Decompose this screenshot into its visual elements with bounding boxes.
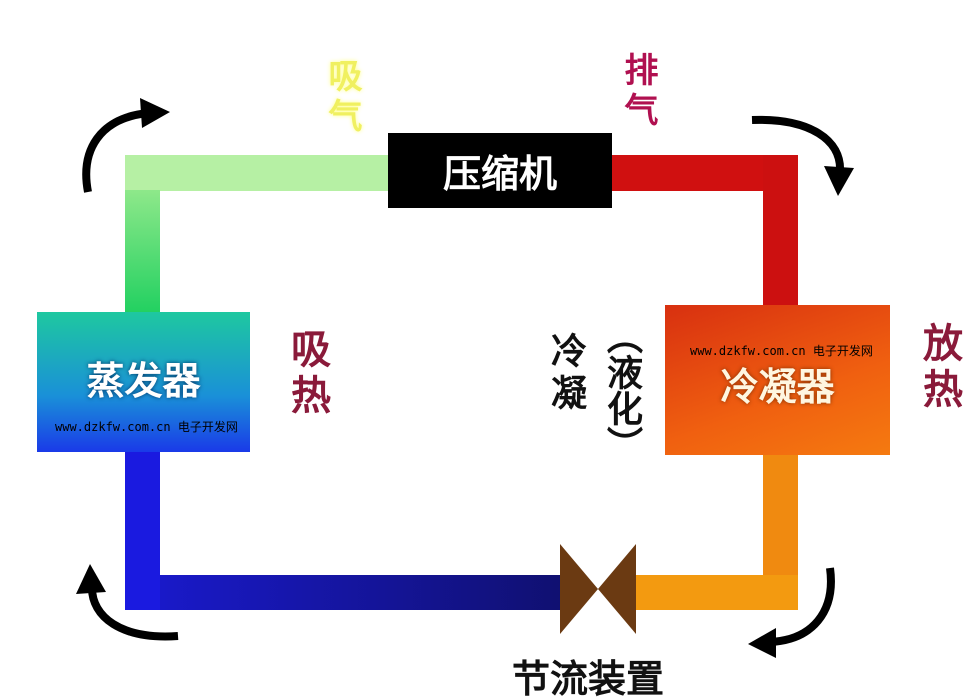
discharge-label: 排气 <box>618 52 658 132</box>
evaporator-outlet-pipe <box>125 190 160 315</box>
absorb-heat-label: 吸热 <box>284 328 331 420</box>
suction-pipe <box>125 155 390 191</box>
condense-label: 冷凝 <box>545 332 587 416</box>
watermark-right: www.dzkfw.com.cn 电子开发网 <box>690 344 873 358</box>
evaporator-box: 蒸发器 <box>37 312 250 452</box>
throttle-label: 节流装置 <box>512 656 665 698</box>
liquid-pipe <box>630 575 798 610</box>
compressor-label: 压缩机 <box>442 152 557 196</box>
condenser-inlet-pipe <box>763 155 798 307</box>
release-heat-label: 放热 <box>916 322 963 414</box>
liquefy-label: （液化） <box>601 318 643 462</box>
arrow-bottom-right-icon <box>748 567 835 658</box>
throttle-valve-icon <box>560 544 636 634</box>
arrow-top-right-icon <box>751 115 854 196</box>
condenser-label: 冷凝器 <box>720 364 835 409</box>
compressor-box: 压缩机 <box>388 133 612 208</box>
arrow-bottom-left-icon <box>76 564 179 641</box>
suction-label: 吸气 <box>322 58 362 138</box>
condenser-box: 冷凝器 <box>665 305 890 455</box>
evaporator-inlet-pipe <box>125 450 160 610</box>
evaporator-label: 蒸发器 <box>86 358 201 403</box>
arrow-top-left-icon <box>82 98 170 193</box>
low-pressure-pipe <box>125 575 565 610</box>
watermark-left: www.dzkfw.com.cn 电子开发网 <box>55 420 238 434</box>
